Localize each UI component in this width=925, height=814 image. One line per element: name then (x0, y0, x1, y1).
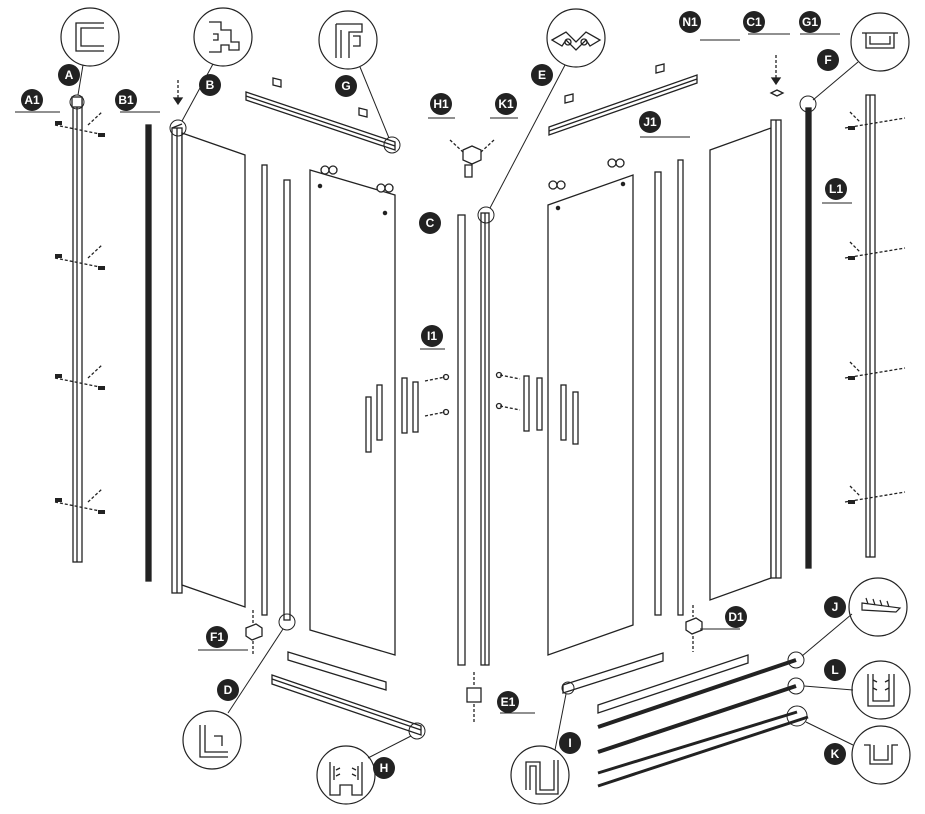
badge-K: K (824, 743, 846, 765)
detail-icon-wall-profile (75, 22, 104, 52)
detail-icon-u-seal (867, 674, 895, 707)
svg-text:B: B (206, 78, 215, 92)
profile-left-thin-1 (261, 164, 268, 616)
svg-text:G: G (341, 79, 350, 93)
fixed-panel-right (709, 119, 782, 601)
svg-text:B1: B1 (118, 93, 134, 107)
svg-text:I: I (568, 736, 571, 750)
svg-text:H1: H1 (433, 97, 449, 111)
badge-G: G (335, 75, 357, 97)
svg-text:A1: A1 (24, 93, 40, 107)
detail-icon-fin-seal (861, 597, 902, 613)
detail-icon-panel-profile (209, 21, 240, 53)
label-tick-lines (15, 33, 852, 714)
profile-left-thin-2 (283, 179, 291, 621)
focus-circles (69, 94, 817, 740)
top-rail-left (245, 77, 396, 151)
detail-icon-corner-profile (550, 31, 602, 51)
svg-text:A: A (65, 68, 74, 82)
bottom-profiles-left (271, 651, 422, 736)
badge-E: E (531, 64, 553, 86)
fixed-panel-left (171, 123, 246, 608)
badge-N1: N1 (679, 11, 701, 33)
handle-right (495, 371, 579, 445)
corner-connector-bottom (466, 672, 482, 722)
label-badges: A A1 B1 B G H1 K1 E N1 C1 G1 F J1 L1 C I… (21, 11, 847, 779)
svg-text:J1: J1 (643, 115, 657, 129)
svg-text:D1: D1 (728, 610, 744, 624)
badge-H: H (373, 757, 395, 779)
badge-G1: G1 (799, 11, 821, 33)
detail-icon-guide-profile (199, 725, 228, 758)
bottom-profiles-right (562, 652, 809, 788)
seal-strip-left (145, 124, 152, 582)
corner-profiles-center (457, 212, 490, 666)
svg-text:F: F (824, 53, 831, 67)
detail-icon-step-profile (525, 760, 559, 795)
badge-D: D (217, 679, 239, 701)
bottom-guide-right (685, 605, 703, 652)
badge-A: A (58, 64, 80, 86)
badge-I: I (559, 732, 581, 754)
svg-text:L: L (831, 663, 838, 677)
detail-icon-bottom-seal (329, 762, 363, 796)
detail-icon-cup-seal (864, 744, 898, 765)
badge-L1: L1 (825, 178, 847, 200)
badge-D1: D1 (725, 606, 747, 628)
badge-J: J (824, 596, 846, 618)
svg-text:K: K (831, 747, 840, 761)
wall-profile-left (71, 96, 83, 563)
svg-text:D: D (224, 683, 233, 697)
wall-profile-right (865, 94, 876, 558)
badge-B1: B1 (115, 89, 137, 111)
badge-A1: A1 (21, 89, 43, 111)
svg-text:L1: L1 (829, 182, 843, 196)
sliding-door-left (309, 169, 396, 656)
svg-text:N1: N1 (682, 15, 698, 29)
profile-right-thin-2 (677, 159, 684, 616)
svg-text:G1: G1 (802, 15, 818, 29)
corner-connector-top (449, 139, 495, 178)
detail-icon-wall-channel (862, 32, 898, 49)
svg-text:F1: F1 (210, 630, 224, 644)
svg-text:I1: I1 (427, 329, 437, 343)
profile-right-thin-1 (654, 171, 662, 616)
svg-text:E1: E1 (501, 695, 516, 709)
detail-icon-rail-profile (335, 23, 363, 58)
badge-L: L (824, 659, 846, 681)
top-rail-right (548, 63, 698, 136)
svg-text:K1: K1 (498, 97, 514, 111)
svg-text:J: J (832, 600, 839, 614)
svg-text:H: H (380, 761, 389, 775)
svg-text:C1: C1 (746, 15, 762, 29)
rollers-left (320, 165, 394, 193)
badge-H1: H1 (430, 93, 452, 115)
sliding-door-right (547, 174, 634, 656)
screws-left-wall (54, 111, 106, 513)
badge-B: B (199, 74, 221, 96)
seal-strip-right (805, 107, 812, 569)
handle-left (365, 373, 450, 453)
badge-K1: K1 (495, 93, 517, 115)
badge-F1: F1 (206, 626, 228, 648)
rollers-right (548, 158, 625, 190)
badge-F: F (817, 49, 839, 71)
badge-C: C (419, 212, 441, 234)
badge-J1: J1 (639, 111, 661, 133)
leader-lines (77, 61, 859, 759)
bottom-guide-left (245, 610, 263, 655)
badge-E1: E1 (497, 691, 519, 713)
svg-text:C: C (426, 216, 435, 230)
svg-text:E: E (538, 68, 546, 82)
badge-I1: I1 (421, 325, 443, 347)
badge-C1: C1 (743, 11, 765, 33)
